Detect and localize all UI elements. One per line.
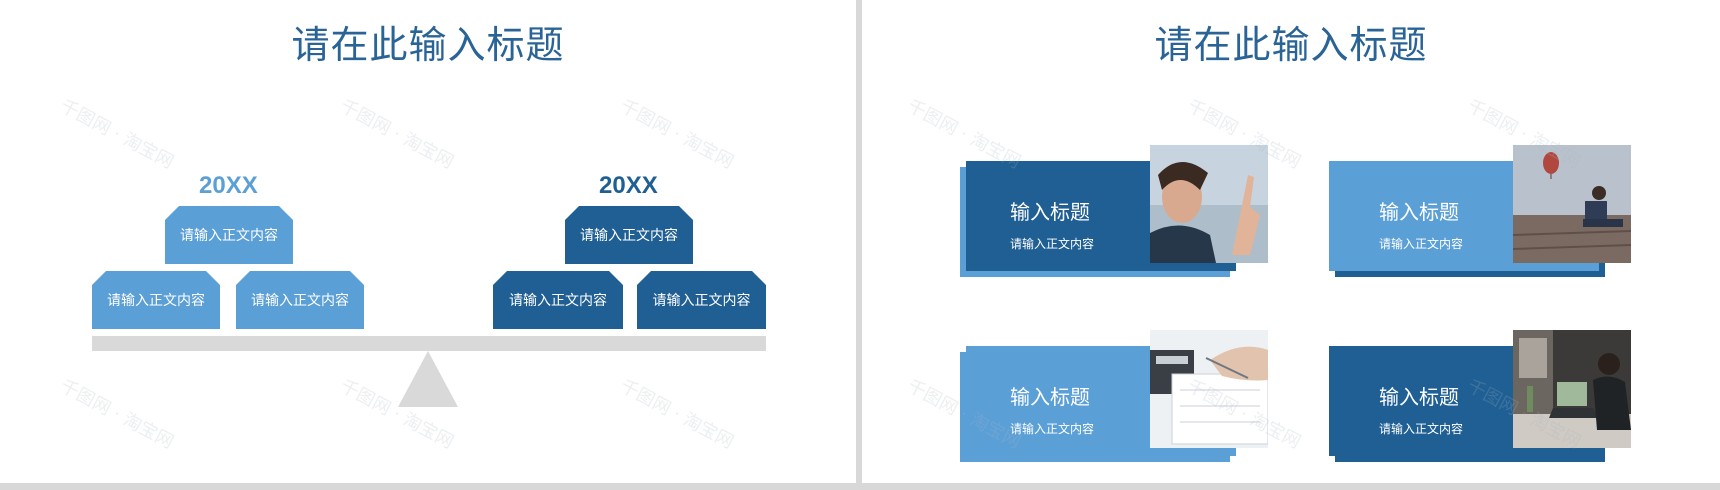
business-woman-touchscreen-photo <box>1150 145 1268 263</box>
card-4-body: 请输入正文内容 <box>1379 422 1464 436</box>
card-1-body: 请输入正文内容 <box>1010 237 1095 251</box>
right-group-bottom-left-box: 请输入正文内容 <box>493 271 623 329</box>
calculator-documents-photo <box>1150 330 1268 448</box>
left-slide-title: 请在此输入标题 <box>291 23 565 67</box>
right-slide: 请在此输入标题 输入标题 请输入正文内容 输入标题 请输入正文内容 <box>862 0 1720 483</box>
right-group-bottom-right-box: 请输入正文内容 <box>637 271 766 329</box>
card-1-title: 输入标题 <box>1010 200 1090 224</box>
left-group-year: 20XX <box>199 172 258 199</box>
right-group-year: 20XX <box>599 172 658 199</box>
left-slide: 请在此输入标题 20XX 请输入正文内容 请输入正文内容 请输入正文内容 20X… <box>0 0 856 483</box>
left-group-bottom-right-box: 请输入正文内容 <box>236 271 364 329</box>
seesaw-beam <box>92 336 766 351</box>
card-2-title: 输入标题 <box>1379 200 1459 224</box>
card-2-body: 请输入正文内容 <box>1379 237 1464 251</box>
card-3-body: 请输入正文内容 <box>1010 422 1095 436</box>
balloon-laptop-photo <box>1513 145 1631 263</box>
fulcrum-triangle-icon <box>398 351 458 407</box>
card-3-title: 输入标题 <box>1010 385 1090 409</box>
left-group-top-box: 请输入正文内容 <box>165 206 293 264</box>
card-4-title: 输入标题 <box>1379 385 1459 409</box>
right-group-top-box: 请输入正文内容 <box>565 206 693 264</box>
laptop-desk-photo <box>1513 330 1631 448</box>
left-group-bottom-left-box: 请输入正文内容 <box>92 271 220 329</box>
right-slide-title: 请在此输入标题 <box>1154 23 1428 67</box>
